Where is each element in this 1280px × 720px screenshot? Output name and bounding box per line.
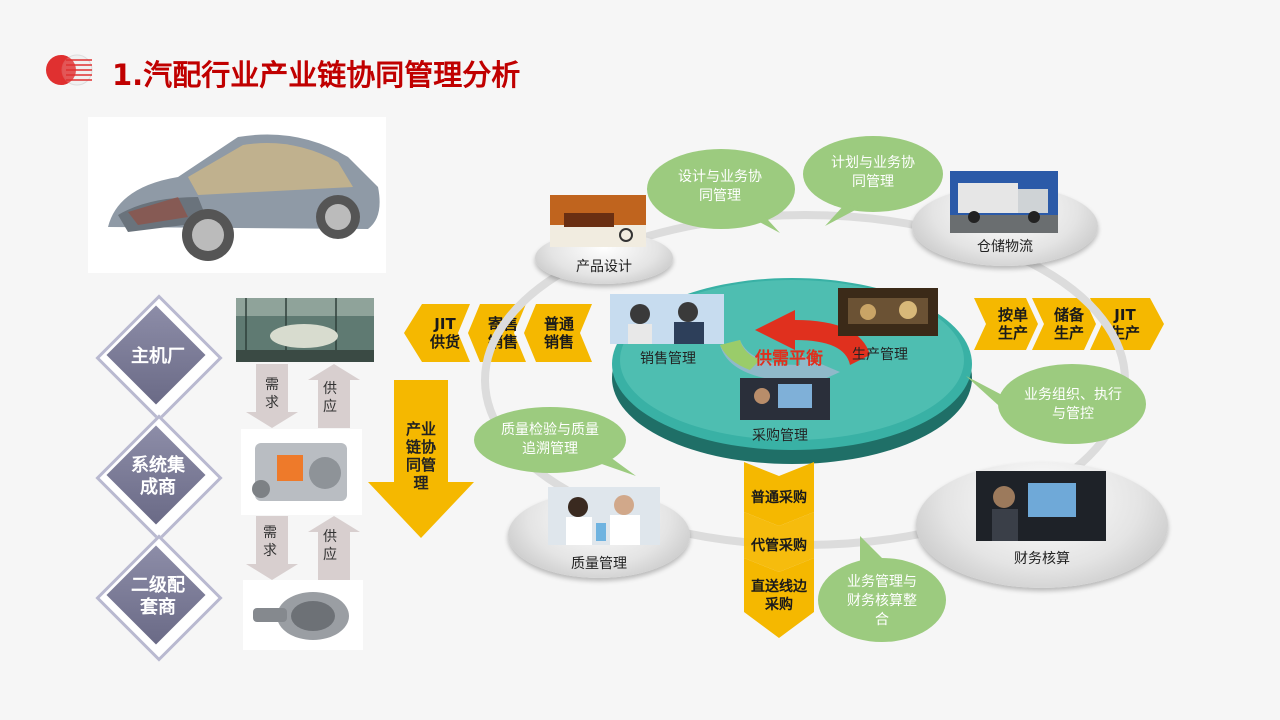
chain-collab-arrow [368, 380, 474, 538]
car-image [88, 117, 386, 273]
node-product-design-label: 产品设计 [576, 259, 632, 275]
chevron-managed-purchase: 代管采购 [751, 538, 807, 554]
production-image [838, 288, 938, 336]
supply-label-lower: 供应 [323, 529, 337, 563]
sales-management-label: 销售管理 [640, 351, 696, 367]
purchase-chevrons [744, 462, 814, 638]
supply-demand-cycle-icon [720, 310, 870, 390]
demand-label-lower: 需求 [263, 525, 277, 559]
supply-label-upper: 供应 [323, 381, 337, 415]
sales-image [610, 294, 724, 344]
chevron-make-to-order: 按单生产 [997, 306, 1028, 342]
demand-label-upper: 需求 [265, 377, 279, 411]
page-title: 1.汽配行业产业链协同管理分析 [112, 58, 521, 92]
quality-image [548, 487, 660, 545]
demand-supply-arrows-upper [246, 364, 360, 428]
system-part-image [241, 429, 362, 515]
bubble-design-collab-shape [647, 149, 795, 233]
node-warehouse-label: 仓储物流 [977, 239, 1033, 255]
chevron-direct-line-purchase: 直送线边采购 [751, 579, 807, 613]
chevron-normal-purchase: 普通采购 [751, 490, 807, 506]
purchase-management-label: 采购管理 [752, 428, 808, 444]
tier-secondary-supplier: 二级配套商 [95, 534, 226, 665]
production-chevrons [974, 298, 1164, 350]
production-management-label: 生产管理 [852, 347, 908, 363]
factory-image [236, 298, 374, 362]
chevron-normal-sales: 普通销售 [543, 315, 574, 351]
bubble-plan-collab-shape [803, 136, 943, 226]
bubble-org-control: 业务组织、执行与管控 [1024, 387, 1122, 422]
product-design-image [550, 195, 646, 247]
finance-image [976, 471, 1106, 541]
tier-oem-label: 主机厂 [131, 346, 185, 367]
chain-collab-label: 产业链协同管理 [405, 420, 436, 492]
purchase-image [740, 378, 830, 420]
bubble-finance-integration-shape [818, 536, 946, 642]
bubble-quality-trace-shape [474, 407, 636, 476]
tier-oem: 主机厂 [95, 294, 226, 425]
truck-image [950, 171, 1058, 233]
tier-secondary-supplier-label: 二级配套商 [131, 575, 185, 618]
bubble-finance-integration: 业务管理与财务核算整合 [847, 573, 917, 628]
demand-supply-arrows-lower [246, 516, 360, 580]
chevron-stock-production: 储备生产 [1053, 306, 1084, 342]
chevron-jit-supply: JIT供货 [429, 315, 460, 351]
node-quality-label: 质量管理 [571, 556, 627, 572]
node-finance-label: 财务核算 [1014, 551, 1070, 567]
title-logo-icon [44, 54, 96, 86]
bubble-plan-collab: 计划与业务协同管理 [831, 155, 915, 190]
bubble-quality-trace: 质量检验与质量追溯管理 [501, 422, 599, 457]
tier-system-integrator: 系统集成商 [95, 414, 226, 545]
bubble-design-collab: 设计与业务协同管理 [678, 169, 762, 204]
secondary-part-image [243, 580, 363, 650]
supply-demand-balance-label: 供需平衡 [755, 349, 823, 369]
tier-system-integrator-label: 系统集成商 [131, 455, 185, 498]
bubble-org-control-shape [966, 364, 1146, 444]
